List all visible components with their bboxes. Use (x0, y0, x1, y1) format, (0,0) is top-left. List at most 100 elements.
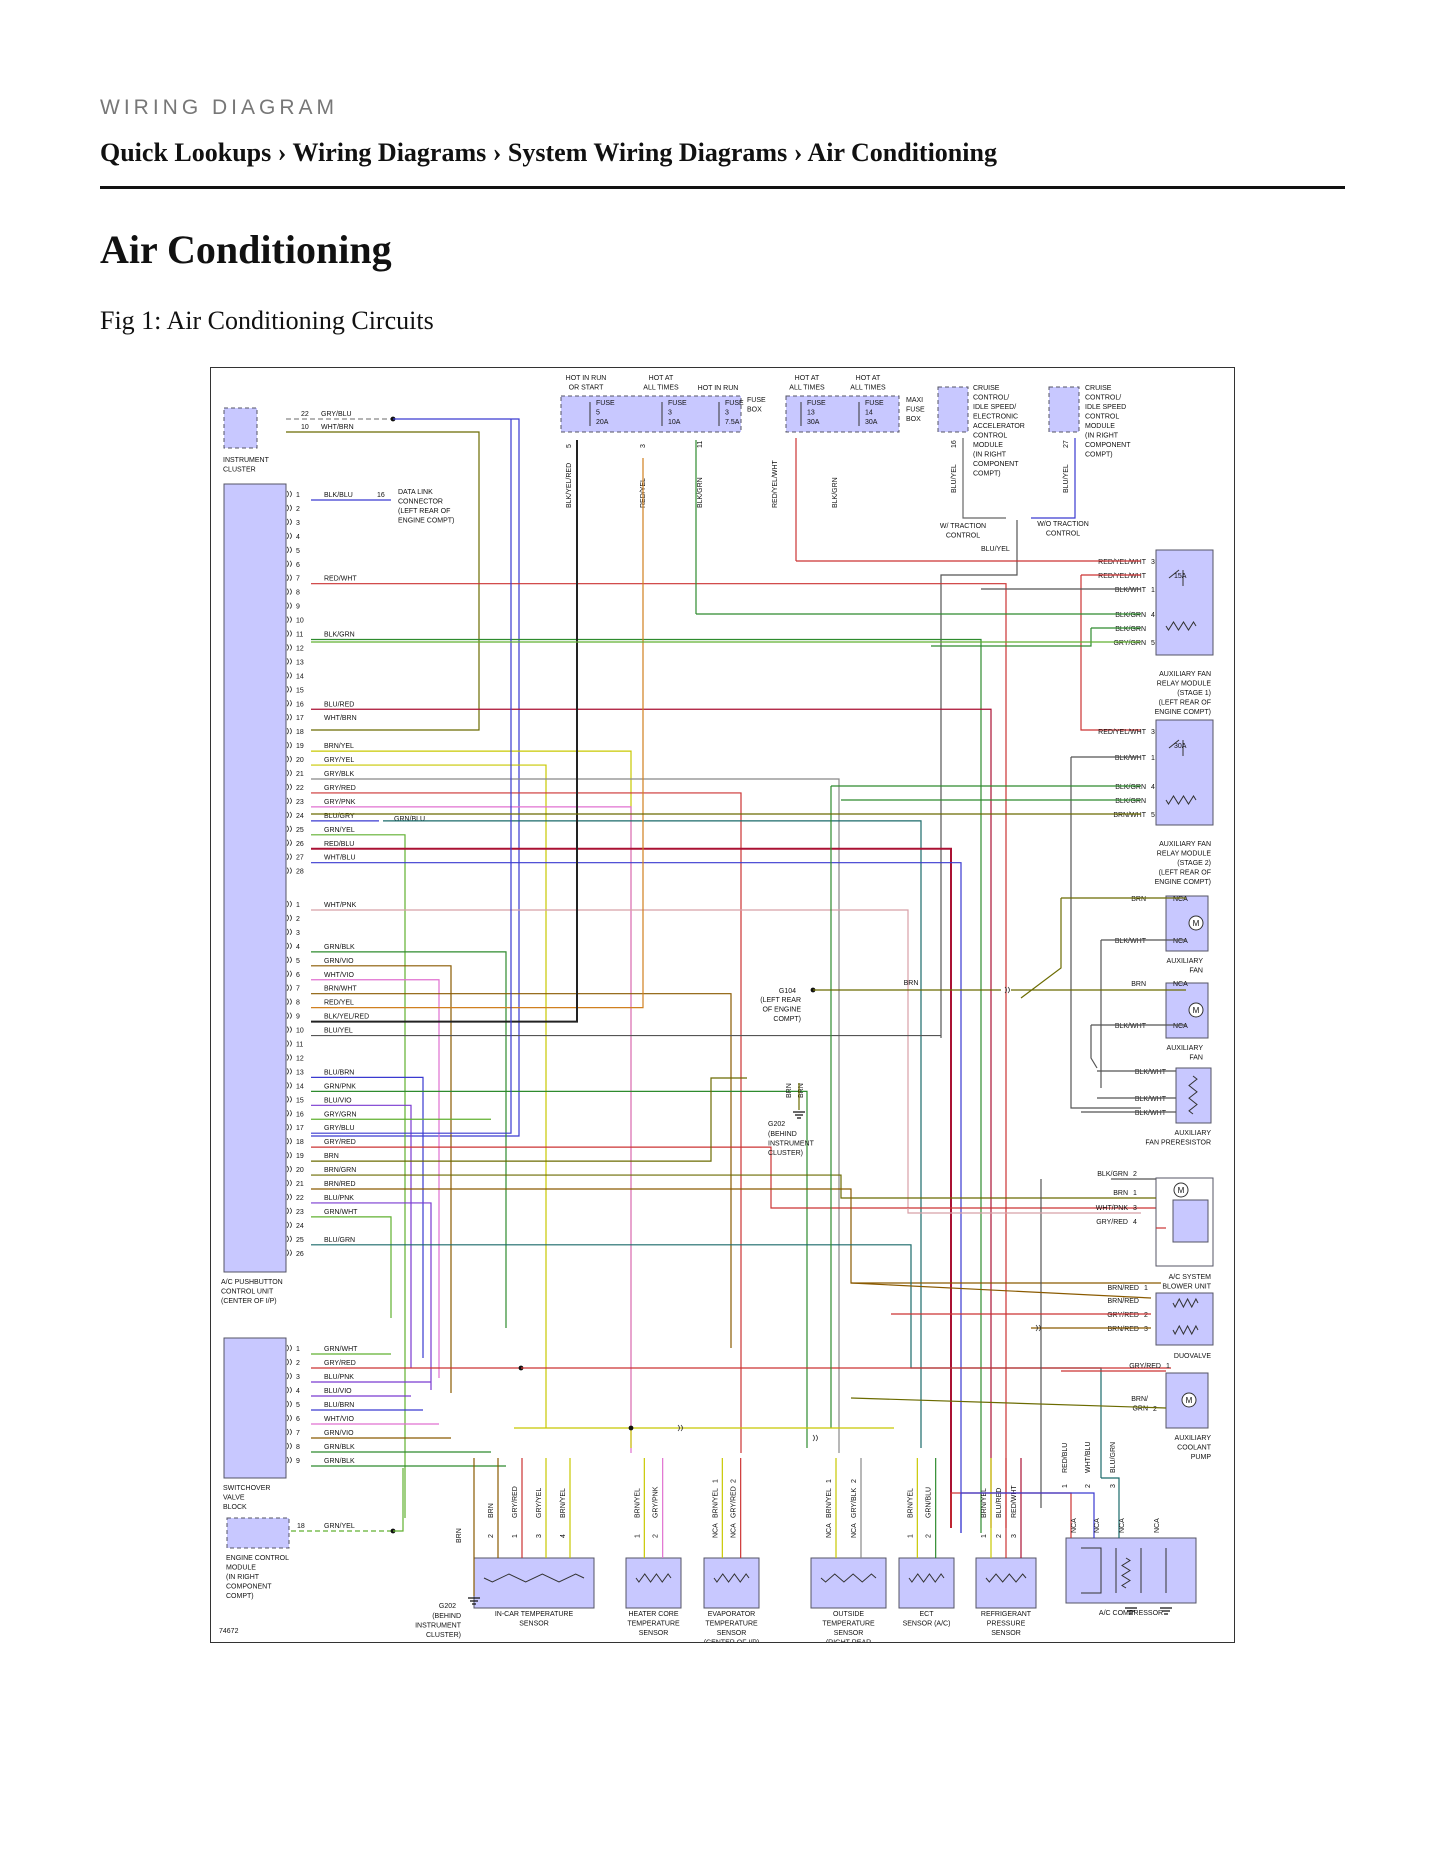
breadcrumb-item-air-conditioning[interactable]: Air Conditioning (807, 138, 997, 167)
maxi-fuse-box (785, 395, 900, 433)
wire-label: RED/WHT (324, 576, 357, 583)
connector-mark (286, 1442, 292, 1450)
diagram-label: DATA LINK (398, 489, 433, 496)
diagram-label: OUTSIDE (833, 1611, 864, 1618)
motor-icon (1181, 1392, 1197, 1408)
diagram-label: BLK/GRN (1115, 798, 1146, 805)
wire (1031, 438, 1076, 519)
connector-mark (286, 755, 292, 763)
diagram-label: A/C SYSTEM (1169, 1274, 1212, 1281)
diagram-label: SENSOR (519, 1621, 549, 1628)
motor-symbol: M (1193, 919, 1200, 928)
diagram-label: CONTROL UNIT (221, 1289, 274, 1296)
diagram-label: 3 (1133, 1205, 1137, 1212)
engine-control-module (226, 1517, 290, 1549)
pin-number: 19 (296, 1153, 304, 1160)
pin-number: 1 (826, 1479, 833, 1483)
breadcrumb-item-wiring-diagrams[interactable]: Wiring Diagrams (292, 138, 487, 167)
pin-number: 1 (981, 1534, 988, 1538)
diagram-label: BLK/GRN (1115, 626, 1146, 633)
pin-number: 6 (296, 1416, 300, 1423)
diagram-label: 1 (1166, 1363, 1170, 1370)
breadcrumb-item-quick-lookups[interactable]: Quick Lookups (100, 138, 272, 167)
pin-number: 1 (296, 492, 300, 499)
breadcrumb-item-system-wiring-diagrams[interactable]: System Wiring Diagrams (507, 138, 788, 167)
diagram-label: CRUISE (1085, 385, 1112, 392)
wire (1090, 1025, 1098, 1069)
connector-mark (286, 1414, 292, 1422)
diagram-label: CONTROL (1046, 531, 1080, 538)
compressor-internals (1081, 1547, 1167, 1594)
connector-mark (286, 1428, 292, 1436)
diagram-label: IDLE SPEED/ (973, 404, 1016, 411)
pin-number: 8 (296, 1444, 300, 1451)
diagram-label: BOX (747, 407, 762, 414)
pin-number: 6 (296, 972, 300, 979)
ground-symbol (468, 1597, 480, 1605)
resistor-icon (985, 1573, 1027, 1583)
ac-compressor (1065, 1537, 1197, 1604)
diagram-label: AUXILIARY FAN (1159, 841, 1211, 848)
aux-fan-relay-module-stage1 (1155, 549, 1214, 656)
connector-mark (286, 998, 292, 1005)
wire (311, 806, 632, 1453)
connector-mark (286, 783, 292, 791)
connector-mark (286, 1096, 292, 1103)
connector-mark (286, 490, 292, 498)
pin-number: NCA (851, 1523, 858, 1538)
sensor-2 (703, 1557, 760, 1609)
wire-label: BLK/GRN (832, 477, 839, 508)
fuse-pin: 11 (697, 441, 704, 448)
wire-label: GRY/RED (731, 1486, 738, 1518)
diagram-label: COMPT) (226, 1593, 254, 1600)
pin-number: 25 (296, 1237, 304, 1244)
diagram-label: (IN RIGHT (1085, 433, 1119, 440)
pin-number: NCA (826, 1523, 833, 1538)
connector-mark (286, 1109, 292, 1117)
fuse-label: 7.5A (725, 419, 740, 426)
pin-number: 4 (560, 1534, 567, 1538)
nca-label: NCA (1094, 1518, 1101, 1533)
diagram-label: SENSOR (834, 1630, 864, 1637)
connector-mark (286, 644, 292, 651)
wire-label: RED/YEL/WHT (772, 459, 779, 508)
connector-mark (286, 504, 292, 512)
diagram-label: BOX (906, 416, 921, 423)
wire (311, 792, 742, 1453)
pin-number: 20 (296, 1167, 304, 1174)
diagram-label: ACCELERATOR (973, 423, 1025, 430)
diagram-label: IN-CAR TEMPERATURE (495, 1611, 574, 1618)
connector-mark (286, 1040, 292, 1047)
wire (311, 1244, 1102, 1478)
fuse-label: 30A (865, 419, 878, 426)
connector-mark (286, 1207, 292, 1215)
diagram-label: BRN (1131, 981, 1146, 988)
sensor-5 (975, 1557, 1037, 1609)
fuse-label: 5 (596, 410, 600, 417)
wire-label: BRN/WHT (324, 986, 357, 993)
diagram-label: BLK/WHT (1115, 755, 1147, 762)
diagram-label: BRN/ (1131, 1396, 1148, 1403)
fuse-label: 20A (596, 419, 609, 426)
connector-mark (1004, 986, 1010, 994)
wire-label: WHT/BRN (324, 715, 357, 722)
cruise-pin: 27 (1063, 440, 1070, 448)
wire-label: BLU/VIO (324, 1388, 352, 1395)
diagram-label: NCA (1173, 896, 1188, 903)
diagram-label: TEMPERATURE (705, 1621, 758, 1628)
sensor-1 (625, 1557, 682, 1609)
diagram-label: BLK/WHT (1115, 938, 1147, 945)
wire (311, 440, 578, 1023)
diagram-label: WHT/BRN (321, 424, 354, 431)
ground-symbol (1160, 1607, 1172, 1615)
connector-mark (286, 588, 292, 595)
pin-number: 13 (296, 1069, 304, 1076)
fuse-pin: 5 (566, 444, 573, 448)
wire-label: GRN/WHT (324, 1209, 358, 1216)
connector-mark (286, 1249, 292, 1257)
wire-label: RED/YEL (324, 1000, 354, 1007)
wire (311, 1202, 432, 1390)
fuse-label: 3 (725, 410, 729, 417)
wire (850, 1397, 1167, 1409)
